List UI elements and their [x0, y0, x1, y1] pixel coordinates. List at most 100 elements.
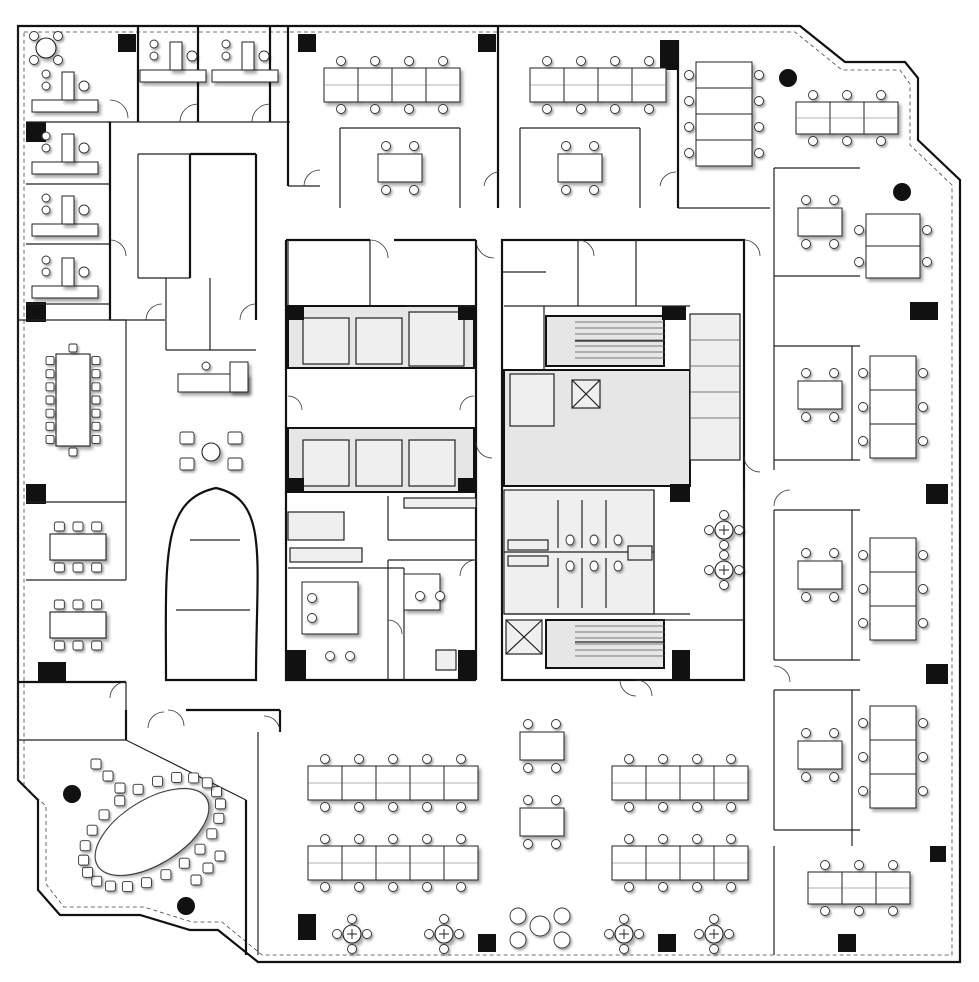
chair	[86, 824, 98, 836]
chair	[801, 772, 811, 782]
stairwell	[545, 315, 665, 669]
chair	[41, 143, 51, 153]
chair	[211, 786, 222, 798]
chair	[619, 914, 629, 924]
chair	[922, 257, 932, 267]
chair	[91, 382, 101, 392]
office-desk	[31, 285, 99, 299]
chair	[320, 802, 330, 812]
chair	[918, 718, 928, 728]
chair	[842, 90, 852, 100]
chair	[829, 368, 839, 378]
chair	[91, 521, 103, 532]
chair	[829, 412, 839, 422]
chair	[854, 906, 864, 916]
chair	[332, 929, 342, 939]
chair	[726, 754, 736, 764]
conference-table	[49, 533, 107, 561]
chair	[684, 148, 694, 158]
workstation-desk	[869, 705, 917, 741]
chair	[91, 640, 103, 651]
restrooms	[503, 489, 655, 655]
lounge-chair	[553, 907, 571, 925]
chair	[102, 770, 114, 782]
chair	[456, 802, 466, 812]
workstation-desk	[869, 423, 917, 459]
chair	[684, 70, 694, 80]
chair	[918, 436, 928, 446]
pod-desk	[377, 153, 423, 183]
chair	[854, 860, 864, 870]
chair	[186, 50, 198, 62]
chair	[551, 763, 561, 773]
chair	[726, 802, 736, 812]
lounge-chair	[509, 907, 527, 925]
chair	[858, 402, 868, 412]
chair	[45, 356, 55, 366]
elevator-bank	[287, 305, 475, 493]
chair	[694, 929, 704, 939]
chair	[644, 104, 654, 114]
chair	[45, 434, 55, 444]
chair	[551, 795, 561, 805]
chair	[619, 944, 629, 954]
workstation-desk	[869, 355, 917, 391]
chair	[754, 122, 764, 132]
chair	[858, 550, 868, 560]
chair	[336, 104, 346, 114]
lounge-chair	[553, 931, 571, 949]
chair	[422, 882, 432, 892]
chair	[41, 267, 51, 277]
chair	[726, 882, 736, 892]
chair	[858, 368, 868, 378]
chair	[576, 56, 586, 66]
kitchen-counter	[301, 581, 359, 635]
office-desk	[31, 161, 99, 175]
chair	[53, 521, 65, 532]
chair	[91, 421, 101, 431]
chair	[149, 39, 159, 49]
workstation-desk	[869, 389, 917, 425]
chair	[424, 929, 434, 939]
chair	[918, 584, 928, 594]
chair	[41, 193, 51, 203]
chair	[918, 786, 928, 796]
chair	[72, 640, 84, 651]
pod-desk	[797, 740, 843, 770]
chair	[438, 56, 448, 66]
chair	[918, 550, 928, 560]
chair	[719, 580, 729, 590]
chair	[801, 548, 811, 558]
chair	[888, 860, 898, 870]
chair	[644, 56, 654, 66]
chair	[388, 834, 398, 844]
chair	[214, 850, 226, 862]
chair	[415, 591, 425, 601]
chair	[523, 763, 533, 773]
chair	[858, 718, 868, 728]
chair	[114, 795, 126, 807]
chair	[91, 395, 101, 405]
chair	[523, 719, 533, 729]
office-return	[61, 195, 75, 225]
chair	[354, 882, 364, 892]
chair	[45, 421, 55, 431]
chair	[53, 31, 63, 41]
chair	[624, 834, 634, 844]
chair	[345, 651, 355, 661]
chair	[201, 777, 213, 789]
chair	[754, 96, 764, 106]
chair	[370, 104, 380, 114]
interior-partitions	[18, 26, 860, 955]
chair	[325, 651, 335, 661]
chair	[29, 31, 39, 41]
chair	[876, 90, 886, 100]
chair	[634, 929, 644, 939]
chair	[221, 51, 231, 61]
chair	[439, 914, 449, 924]
chair	[41, 205, 51, 215]
conference-table	[55, 353, 91, 447]
conference-table	[49, 611, 107, 639]
workstation-desk	[865, 245, 921, 279]
